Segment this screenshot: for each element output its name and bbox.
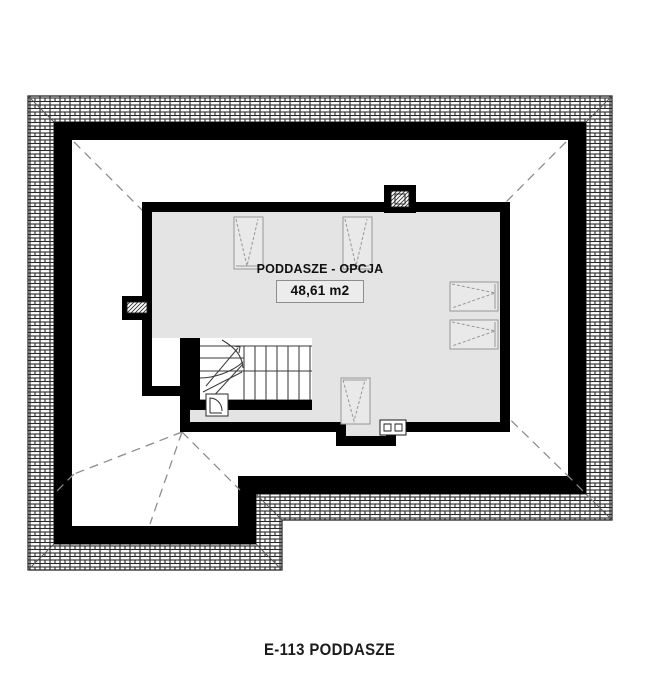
eave-corner-mitres (27, 95, 613, 571)
roof-window-bottom (340, 377, 371, 425)
stair-door-symbol (205, 393, 229, 417)
winder-staircase (190, 338, 312, 410)
roof-window-right-upper (449, 281, 499, 312)
roof-window-right-lower (449, 319, 499, 350)
roof-window-top-right (342, 216, 373, 270)
roof-windows (233, 216, 499, 425)
chimney-top-wall (384, 185, 416, 213)
stair-winder-steps (199, 339, 244, 401)
roof-window-top-left (233, 216, 264, 270)
sheet-caption-text: E-113 PODDASZE (264, 640, 396, 659)
chimney-left-wall (122, 296, 152, 320)
stair-direction-arrow (205, 345, 241, 387)
rafter-tick-marks (79, 514, 591, 570)
vent-bottom-wall (379, 419, 407, 436)
sheet-caption: E-113 PODDASZE (0, 640, 660, 660)
